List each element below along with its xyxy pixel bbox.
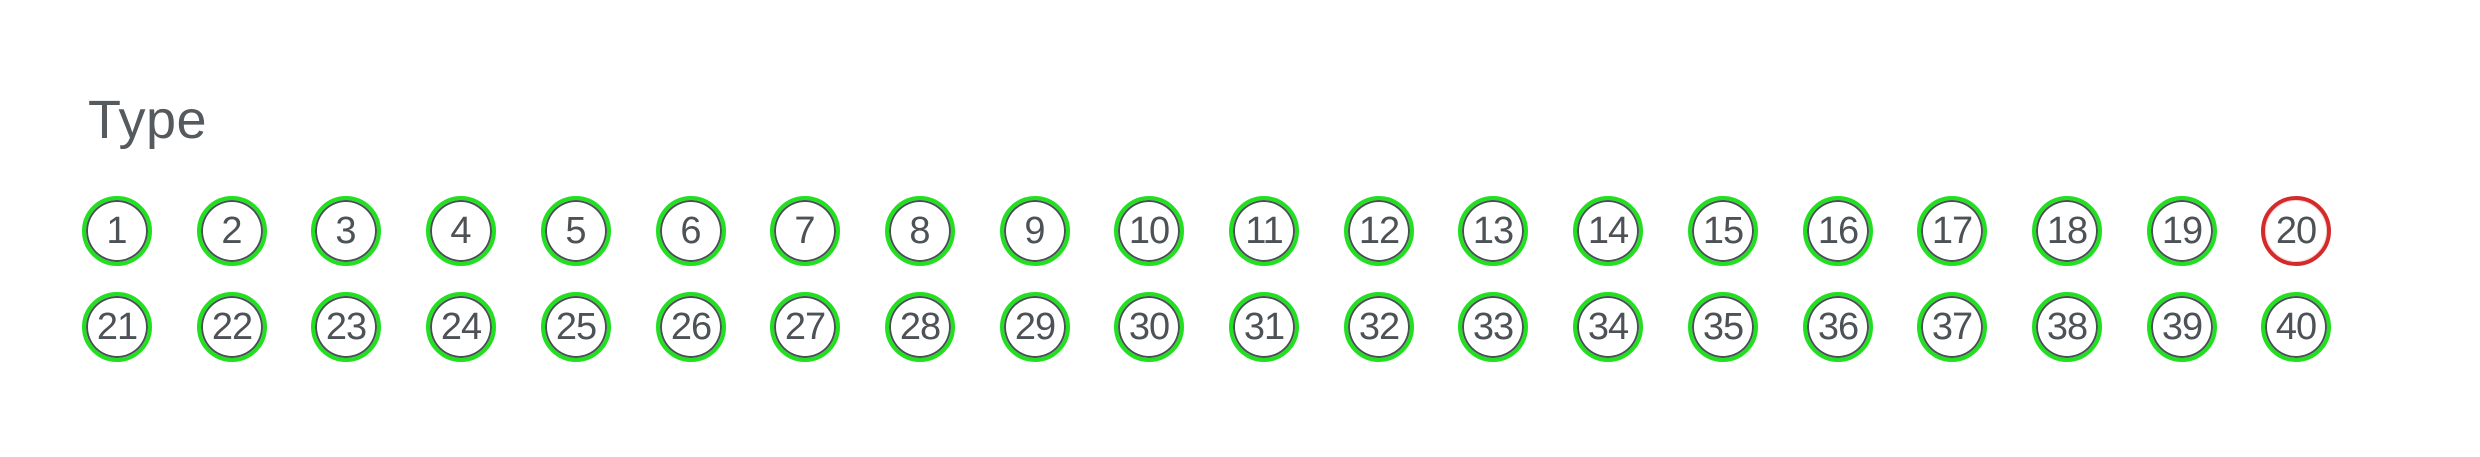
number-button-11[interactable]: 11 bbox=[1229, 196, 1299, 266]
number-button-2[interactable]: 2 bbox=[197, 196, 267, 266]
number-button-18[interactable]: 18 bbox=[2032, 196, 2102, 266]
number-button-9[interactable]: 9 bbox=[1000, 196, 1070, 266]
number-button-34[interactable]: 34 bbox=[1573, 292, 1643, 362]
number-button-14[interactable]: 14 bbox=[1573, 196, 1643, 266]
number-button-26[interactable]: 26 bbox=[656, 292, 726, 362]
number-button-12[interactable]: 12 bbox=[1344, 196, 1414, 266]
number-button-16[interactable]: 16 bbox=[1803, 196, 1873, 266]
number-button-22[interactable]: 22 bbox=[197, 292, 267, 362]
number-button-21[interactable]: 21 bbox=[82, 292, 152, 362]
number-button-38[interactable]: 38 bbox=[2032, 292, 2102, 362]
number-button-1[interactable]: 1 bbox=[82, 196, 152, 266]
number-button-28[interactable]: 28 bbox=[885, 292, 955, 362]
number-button-30[interactable]: 30 bbox=[1114, 292, 1184, 362]
number-button-39[interactable]: 39 bbox=[2147, 292, 2217, 362]
number-button-17[interactable]: 17 bbox=[1917, 196, 1987, 266]
number-button-19[interactable]: 19 bbox=[2147, 196, 2217, 266]
number-button-7[interactable]: 7 bbox=[770, 196, 840, 266]
number-button-8[interactable]: 8 bbox=[885, 196, 955, 266]
number-button-27[interactable]: 27 bbox=[770, 292, 840, 362]
number-button-10[interactable]: 10 bbox=[1114, 196, 1184, 266]
number-button-3[interactable]: 3 bbox=[311, 196, 381, 266]
number-button-40[interactable]: 40 bbox=[2261, 292, 2331, 362]
number-button-5[interactable]: 5 bbox=[541, 196, 611, 266]
number-button-23[interactable]: 23 bbox=[311, 292, 381, 362]
number-button-32[interactable]: 32 bbox=[1344, 292, 1414, 362]
number-button-36[interactable]: 36 bbox=[1803, 292, 1873, 362]
section-title: Type bbox=[88, 90, 208, 150]
number-button-37[interactable]: 37 bbox=[1917, 292, 1987, 362]
number-button-35[interactable]: 35 bbox=[1688, 292, 1758, 362]
number-button-4[interactable]: 4 bbox=[426, 196, 496, 266]
number-button-31[interactable]: 31 bbox=[1229, 292, 1299, 362]
number-button-33[interactable]: 33 bbox=[1458, 292, 1528, 362]
number-button-24[interactable]: 24 bbox=[426, 292, 496, 362]
number-row: 21 22 23 24 25 26 27 28 29 30 31 32 33 34 35 36 37 38 39 40 bbox=[82, 292, 2382, 388]
number-button-6[interactable]: 6 bbox=[656, 196, 726, 266]
number-button-29[interactable]: 29 bbox=[1000, 292, 1070, 362]
number-button-13[interactable]: 13 bbox=[1458, 196, 1528, 266]
number-button-15[interactable]: 15 bbox=[1688, 196, 1758, 266]
number-button-25[interactable]: 25 bbox=[541, 292, 611, 362]
number-button-20[interactable]: 20 bbox=[2261, 196, 2331, 266]
